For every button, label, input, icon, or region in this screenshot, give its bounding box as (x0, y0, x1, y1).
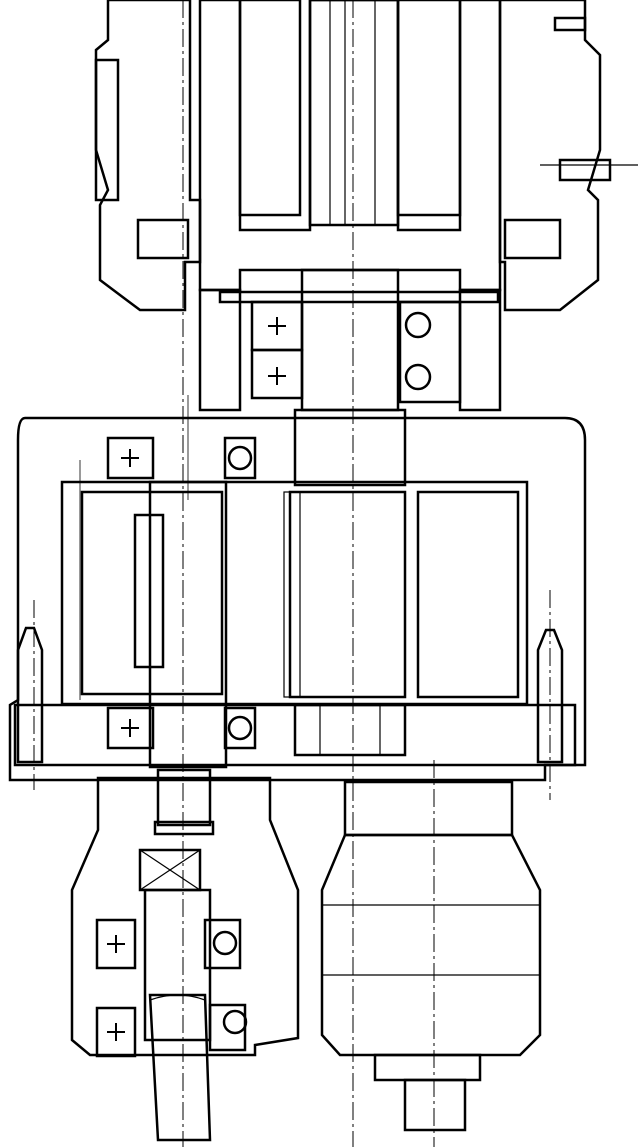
ball-5 (212, 930, 238, 956)
bearing-plus-marker (121, 719, 139, 737)
bearing-plus-marker (121, 449, 139, 467)
bearing-plus-marker (107, 1023, 125, 1041)
gearbox-body (8, 416, 587, 782)
ball-bearing-race (398, 300, 462, 404)
roller-bearing-4 (106, 706, 155, 750)
right-set-screw (558, 158, 612, 182)
ball-3 (227, 445, 253, 471)
chuck-main-body (320, 833, 542, 1057)
center-lines (33, 0, 551, 1147)
ball-2 (404, 363, 432, 391)
inner-spindle (143, 888, 212, 1042)
center-right-wall (396, 0, 462, 217)
shaft-hex-section (293, 408, 407, 487)
threaded-stub (156, 768, 212, 827)
left-key-slot (136, 218, 190, 260)
lower-chuck-body (70, 776, 300, 1057)
right-tool-shank (403, 1078, 467, 1132)
lower-right-chuck (320, 780, 542, 1132)
upper-left-flange (94, 0, 202, 312)
shaft-bore (308, 0, 400, 227)
lower-left-chuck (70, 768, 300, 1142)
shaft-key (133, 513, 165, 669)
upper-bearing-stack (198, 268, 502, 487)
bearing-plus-marker (268, 367, 286, 385)
roller-bearing-5 (95, 918, 137, 970)
right-locating-pin (536, 628, 564, 764)
ball-1 (404, 311, 432, 339)
right-bearing-housing (458, 288, 502, 412)
bearing-markers (107, 317, 286, 1041)
right-key-slot (503, 218, 562, 260)
upper-right-flange (498, 0, 602, 312)
tool-bit (148, 993, 212, 1142)
bearing-plus-marker (268, 317, 286, 335)
center-fork (198, 0, 502, 292)
upper-left-collar (94, 58, 120, 202)
ball-4 (227, 715, 253, 741)
upper-spindle-housing (94, 0, 638, 312)
bearing-plus-marker (107, 935, 125, 953)
roller-bearing-3 (106, 436, 155, 480)
right-gear-chamber (416, 490, 520, 699)
ball-6 (222, 1009, 248, 1035)
right-gear (288, 490, 407, 699)
left-gear (80, 490, 224, 696)
left-locating-pin (16, 626, 44, 764)
left-gear-shaft (148, 480, 228, 769)
gearbox-casing (8, 416, 587, 782)
roller-bearing-6 (95, 1006, 137, 1058)
center-left-wall (238, 0, 302, 217)
left-bearing-housing (198, 288, 242, 412)
gear-cavity (60, 480, 529, 706)
bottom-nut (293, 703, 407, 757)
chuck-collar (343, 780, 514, 837)
